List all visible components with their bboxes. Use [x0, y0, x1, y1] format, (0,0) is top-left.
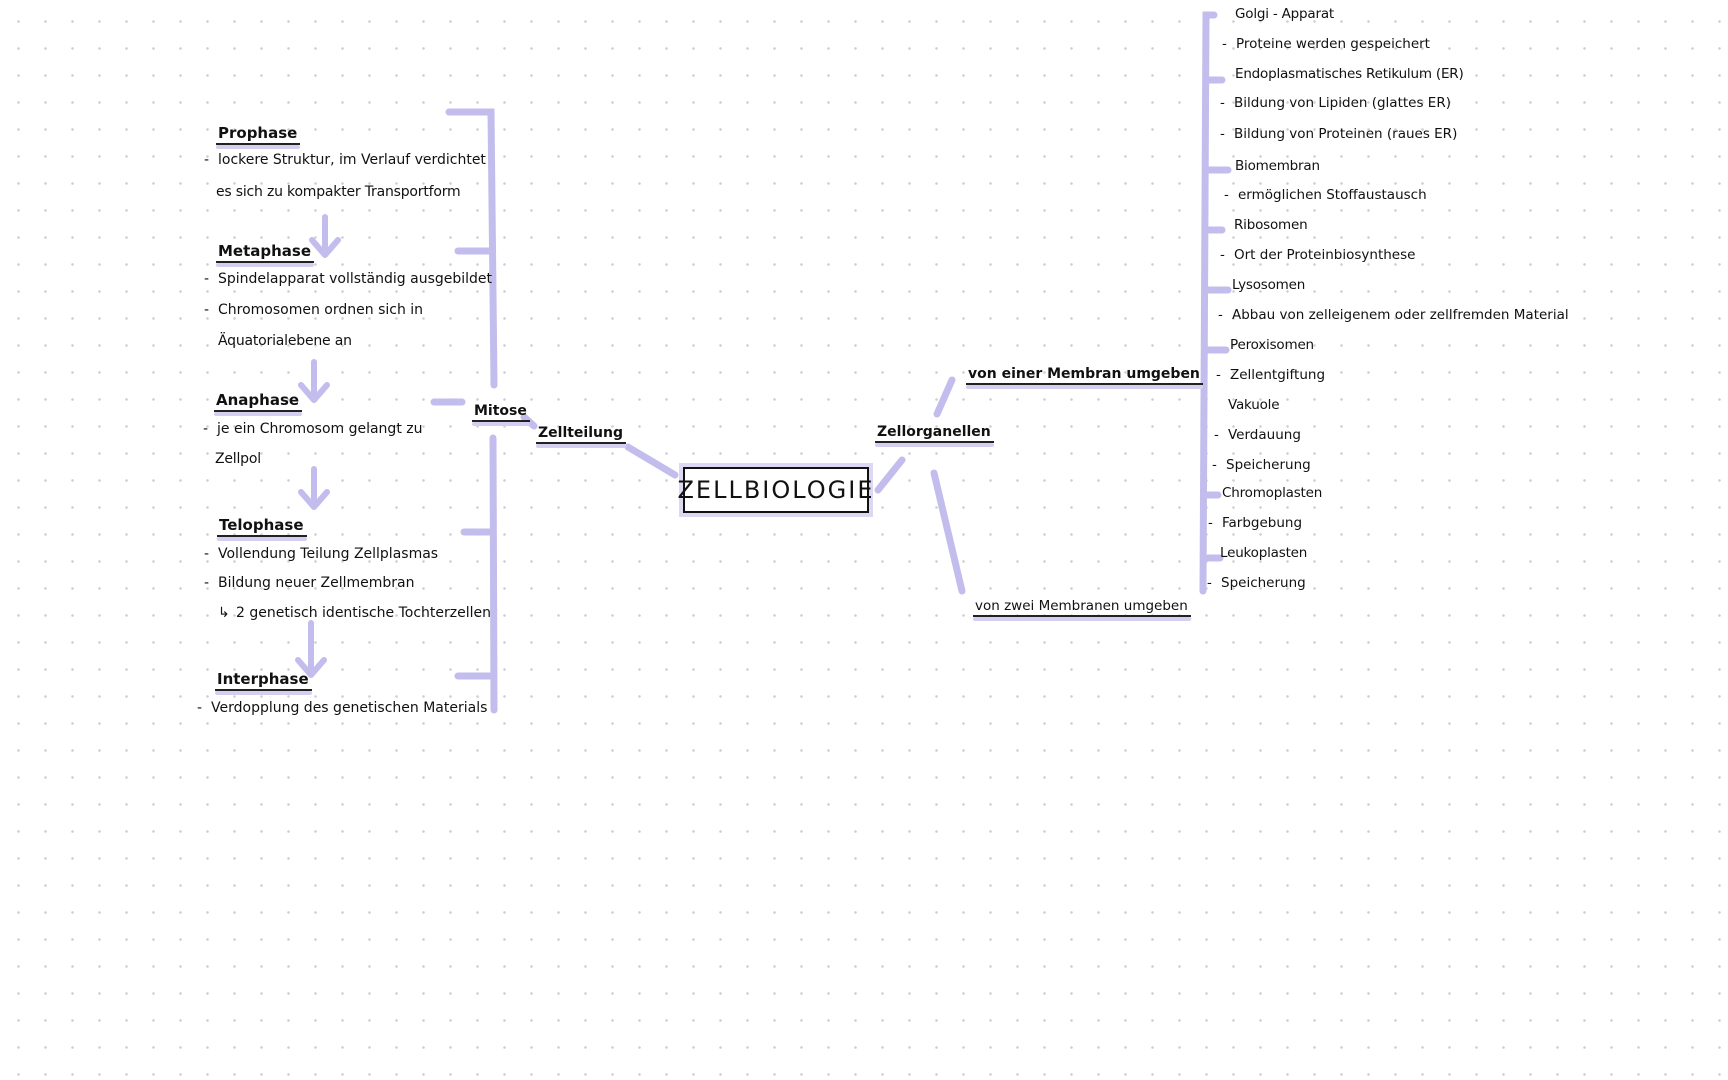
phase-prophase-line: es sich zu kompakter Transportform — [216, 184, 461, 200]
organelle-note: -Speicherung — [1212, 457, 1311, 473]
node-zellteilung: Zellteilung — [536, 425, 626, 448]
phase-metaphase-line: -Spindelapparat vollständig ausgebildet — [204, 271, 493, 287]
organelle-note: -ermöglichen Stoffaustausch — [1224, 187, 1427, 203]
organelle-er: Endoplasmatisches Retikulum (ER) — [1235, 66, 1464, 82]
node-mitose: Mitose — [472, 403, 530, 426]
mitose-bracket-top — [445, 108, 498, 389]
organelle-lysosomen: Lysosomen — [1232, 277, 1306, 293]
organelle-note: -Bildung von Proteinen (raues ER) — [1220, 126, 1458, 142]
organelle-vakuole: Vakuole — [1228, 397, 1280, 413]
phase-metaphase-title: Metaphase — [216, 242, 315, 267]
node-two-membranes: von zwei Membranen umgeben — [973, 598, 1191, 621]
phase-anaphase-line: -je ein Chromosom gelangt zu — [203, 421, 423, 437]
phase-telophase-line: -Bildung neuer Zellmembran — [204, 575, 415, 591]
phase-interphase-title: Interphase — [215, 670, 312, 695]
organelle-biomembran: Biomembran — [1235, 158, 1320, 174]
phase-telophase-line: -Vollendung Teilung Zellplasmas — [204, 546, 439, 562]
organelle-ribosomen: Ribosomen — [1234, 217, 1308, 233]
organelle-note: -Farbgebung — [1208, 515, 1303, 531]
organelle-note: -Proteine werden gespeichert — [1222, 36, 1430, 52]
organelle-leukoplasten: Leukoplasten — [1220, 545, 1308, 561]
phase-anaphase-line: Zellpol — [215, 451, 261, 467]
central-topic-box: ZELLBIOLOGIE — [677, 467, 873, 513]
organelle-note: -Verdauung — [1214, 427, 1301, 443]
node-one-membrane: von einer Membran umgeben — [966, 366, 1203, 389]
central-topic: ZELLBIOLOGIE — [677, 476, 875, 504]
phase-prophase-title: Prophase — [216, 124, 301, 149]
organelle-note: -Zellentgiftung — [1216, 367, 1326, 383]
phase-prophase-line: -lockere Struktur, im Verlauf verdichtet — [204, 152, 486, 168]
organelle-note: -Abbau von zelleigenem oder zellfremden … — [1218, 307, 1569, 323]
organelle-note: -Ort der Proteinbiosynthese — [1220, 247, 1416, 263]
phase-interphase-line: -Verdopplung des genetischen Materials — [197, 700, 488, 716]
organelle-peroxisomen: Peroxisomen — [1230, 337, 1314, 353]
phase-telophase-line: ↳2 genetisch identische Tochterzellen — [218, 605, 492, 621]
organelle-note: -Speicherung — [1207, 575, 1306, 591]
organelle-note: -Bildung von Lipiden (glattes ER) — [1220, 95, 1451, 111]
organelle-golgi: Golgi - Apparat — [1235, 6, 1335, 22]
phase-anaphase-title: Anaphase — [214, 391, 303, 416]
phase-arrows — [295, 214, 341, 678]
phase-metaphase-line: Äquatorialebene an — [218, 333, 352, 349]
organelle-chromoplasten: Chromoplasten — [1222, 485, 1323, 501]
phase-metaphase-line: -Chromosomen ordnen sich in — [204, 302, 424, 318]
mitose-bracket-bottom — [489, 434, 498, 714]
phase-telophase-title: Telophase — [217, 516, 307, 541]
node-zellorganellen: Zellorganellen — [875, 424, 994, 447]
